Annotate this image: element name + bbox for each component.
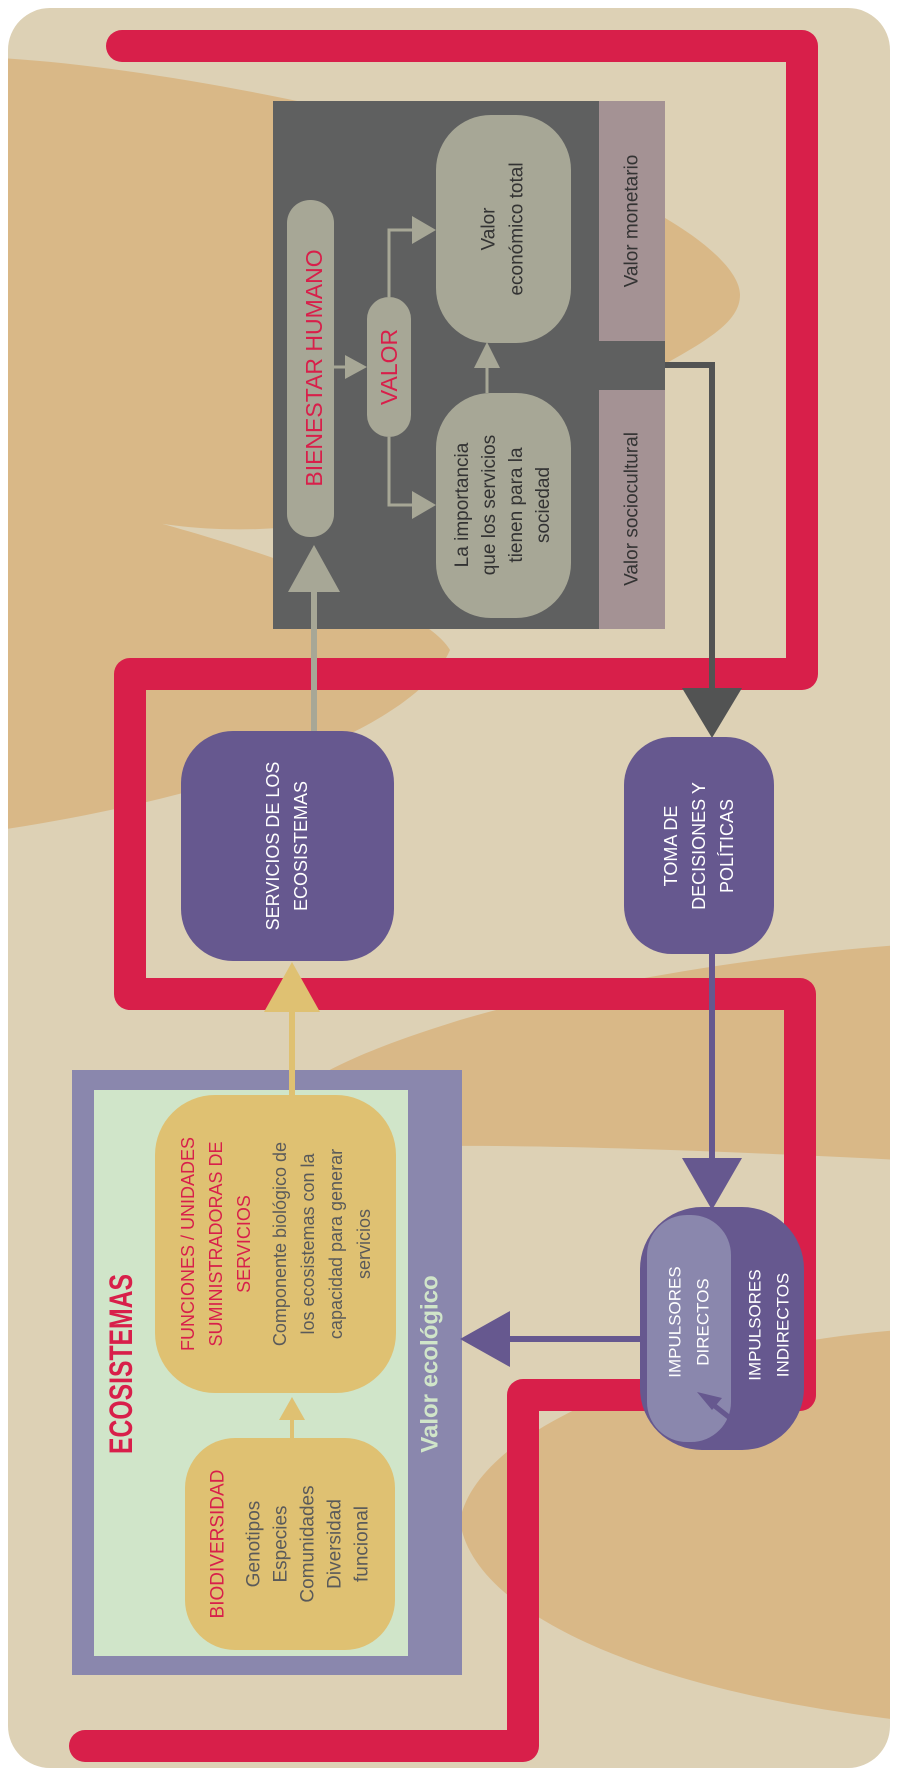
arrowhead-funciones-to-servicios	[264, 962, 320, 1012]
importancia-text-line: sociedad	[533, 467, 554, 543]
sand-shape-bottom-right	[460, 1330, 890, 1720]
bienestar-arrowheads	[345, 216, 500, 519]
funciones-title-text-line: FUNCIONES / UNIDADES	[178, 1137, 198, 1351]
funciones-desc-text: Componente biológico de los ecosistemas c…	[270, 1142, 374, 1346]
toma-text: TOMA DE DECISIONES Y POLÍTICAS	[661, 782, 737, 910]
servicios-text: SERVICIOS DE LOS ECOSISTEMAS	[263, 762, 311, 931]
arrowhead-toma-to-impulsores	[682, 1158, 742, 1210]
impulsores-indirectos-text: IMPULSORES INDIRECTOS	[746, 1269, 793, 1380]
valor-economico-text-line: económico total	[507, 162, 528, 295]
importancia-text-line: tienen para la	[506, 447, 527, 563]
valor-pill	[367, 297, 411, 437]
valor-monetario-label: Valor monetario	[622, 155, 643, 288]
impulsores-indirectos-text-line: IMPULSORES	[746, 1269, 765, 1380]
arrowhead-indirectos-to-directos	[697, 1392, 722, 1410]
funciones-title-text-line: SERVICIOS	[234, 1195, 254, 1293]
valor-monetario-strip	[599, 101, 665, 341]
impulsores-directos-text-line: IMPULSORES	[666, 1266, 685, 1377]
funciones-desc-text-line: capacidad para generar	[326, 1149, 346, 1339]
importancia-text-line: La importancia	[452, 442, 473, 567]
importancia-text: La importancia que los servicios tienen pa…	[452, 435, 554, 575]
valor-label: VALOR	[376, 329, 402, 405]
biodiversidad-items-text-line: Especies	[271, 1505, 292, 1582]
biodiversidad-items-text-line: Comunidades	[298, 1485, 319, 1602]
funciones-desc-text-line: los ecosistemas con la	[298, 1152, 318, 1334]
importancia-text-line: que los servicios	[479, 435, 500, 575]
biodiversidad-items-text-line: Diversidad	[325, 1499, 346, 1589]
biodiversidad-title: BIODIVERSIDAD	[208, 1470, 229, 1619]
funciones-title-text-line: SUMINISTRADORAS DE	[206, 1141, 226, 1346]
toma-text-line: TOMA DE	[661, 806, 681, 887]
bienestar-title: BIENESTAR HUMANO	[301, 249, 327, 486]
servicios-text-line: SERVICIOS DE LOS	[263, 762, 283, 931]
arrowhead-bio-to-funciones	[279, 1397, 305, 1420]
biodiversidad-items-text-line: Genotipos	[244, 1501, 265, 1588]
valor-sociocultural-strip	[599, 390, 665, 629]
funciones-desc-text-line: Componente biológico de	[270, 1142, 290, 1346]
impulsores-indirectos-text-line: INDIRECTOS	[774, 1273, 793, 1378]
arrowhead-bienestar-to-toma	[682, 688, 742, 738]
servicios-text-line: ECOSISTEMAS	[291, 781, 311, 911]
valor-sociocultural-label: Valor sociocultural	[622, 432, 643, 586]
ecosistemas-title: ECOSISTEMAS	[103, 1274, 139, 1454]
toma-text-line: DECISIONES Y	[689, 782, 709, 910]
importancia-box	[436, 393, 571, 618]
impulsores-directos-text-line: DIRECTOS	[694, 1278, 713, 1366]
funciones-desc-text-line: servicios	[354, 1209, 374, 1279]
biodiversidad-box	[185, 1438, 395, 1650]
biodiversidad-items-text: Genotipos Especies Comunidades Diversidad fu…	[244, 1485, 373, 1602]
bienestar-title-pill	[287, 200, 334, 537]
toma-box	[624, 737, 774, 954]
impulsores-directos-panel	[647, 1215, 731, 1442]
valor-economico-text: Valor económico total	[479, 162, 528, 295]
valor-economico-box	[436, 115, 571, 343]
impulsores-directos-text: IMPULSORES DIRECTOS	[666, 1266, 713, 1377]
funciones-box	[155, 1095, 396, 1393]
toma-text-line: POLÍTICAS	[717, 799, 737, 893]
arrow-bienestar-to-toma	[665, 362, 715, 690]
arrowhead-servicios-to-bienestar	[288, 545, 340, 592]
valor-ecologico-label: Valor ecológico	[417, 1275, 444, 1452]
valor-economico-text-line: Valor	[479, 207, 500, 251]
servicios-box	[181, 731, 394, 961]
funciones-title-text: FUNCIONES / UNIDADES SUMINISTRADORAS DE SE…	[178, 1137, 254, 1351]
biodiversidad-items-text-line: funcional	[352, 1506, 373, 1582]
red-path	[69, 30, 818, 1762]
arrowhead-impulsores-to-ecosistemas	[460, 1311, 510, 1367]
